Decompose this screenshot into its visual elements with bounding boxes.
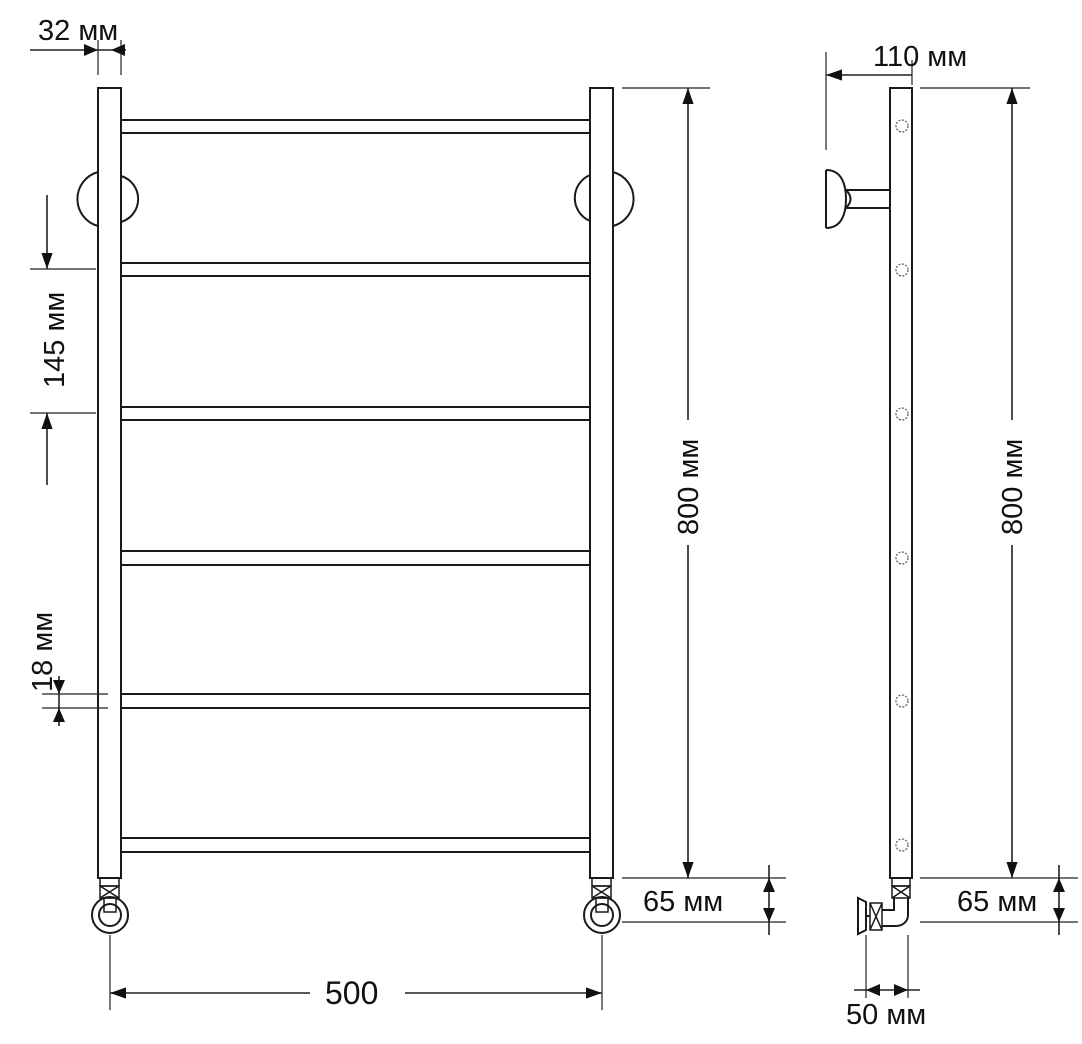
label-depth: 110 мм: [873, 41, 967, 73]
label-valve-offset: 50 мм: [846, 999, 926, 1031]
rung-4: [120, 550, 591, 566]
label-connection-side: 65 мм: [957, 886, 1037, 918]
rung-2: [120, 262, 591, 277]
right-wall-mount: [573, 171, 635, 227]
dim-depth: 110 мм: [825, 41, 967, 150]
label-height-side: 800 мм: [997, 439, 1029, 535]
label-connection-front: 65 мм: [643, 886, 723, 918]
label-width: 500: [325, 975, 378, 1011]
rungs: [120, 119, 591, 853]
dim-width: 500: [109, 935, 603, 1011]
side-valve: [857, 877, 911, 936]
rung-3: [120, 406, 591, 421]
left-upright: [97, 87, 122, 879]
rung-5: [120, 693, 591, 709]
dim-tube-diameter: 32 мм: [30, 15, 126, 75]
dim-rung-spacing: 145 мм: [30, 195, 96, 485]
dim-rung-height: 18 мм: [27, 612, 108, 726]
side-wall-bracket: [825, 169, 890, 229]
label-rung-height: 18 мм: [27, 612, 59, 692]
rung-1: [120, 119, 591, 134]
left-wall-mount: [76, 171, 140, 227]
right-valve: [583, 877, 621, 934]
dim-connection-front: 65 мм: [622, 865, 786, 935]
side-view: 110 мм 800 мм 65 мм 50 мм: [825, 41, 1078, 1031]
dim-valve-offset: 50 мм: [846, 935, 926, 1031]
side-upright: [889, 87, 913, 879]
rung-6: [120, 837, 591, 853]
label-tube-diameter: 32 мм: [38, 15, 118, 47]
dim-height-side: 800 мм: [920, 87, 1078, 879]
dim-height-front: 800 мм: [622, 87, 786, 879]
right-upright: [589, 87, 614, 879]
label-rung-spacing: 145 мм: [39, 292, 71, 388]
label-height-front: 800 мм: [673, 439, 705, 535]
left-valve: [91, 877, 129, 934]
rung-ends: [895, 119, 909, 852]
dim-connection-side: 65 мм: [920, 865, 1078, 935]
front-view: 32 мм 145 мм 18 мм 800 мм: [27, 15, 786, 1011]
